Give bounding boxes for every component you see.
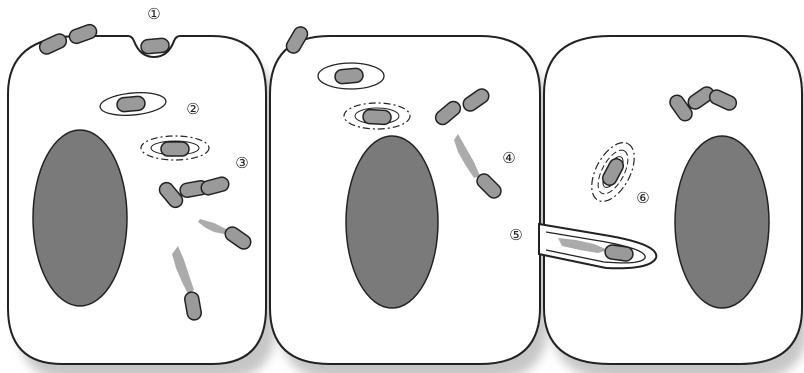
step-label-4: ④ (502, 149, 515, 167)
svg-text:①: ① (147, 5, 160, 23)
step-label-5: ⑤ (509, 226, 522, 244)
step-label-2: ② (186, 100, 199, 118)
step-label-3: ③ (235, 154, 248, 172)
nucleus-2 (346, 136, 438, 308)
rod-shaped-bacterium-icon (363, 109, 392, 124)
svg-text:⑤: ⑤ (509, 226, 522, 244)
rod-shaped-bacterium-icon (334, 68, 363, 84)
nucleus-3 (675, 136, 769, 308)
svg-text:②: ② (186, 100, 199, 118)
rod-shaped-bacterium-icon (161, 142, 189, 156)
svg-text:③: ③ (235, 154, 248, 172)
svg-text:⑥: ⑥ (636, 189, 649, 207)
nucleus-1 (33, 130, 127, 306)
step-label-6: ⑥ (636, 189, 649, 207)
step-label-1: ① (147, 5, 160, 23)
rod-shaped-bacterium-icon (140, 38, 169, 54)
rod-shaped-bacterium-icon (116, 96, 145, 112)
svg-text:④: ④ (502, 149, 515, 167)
